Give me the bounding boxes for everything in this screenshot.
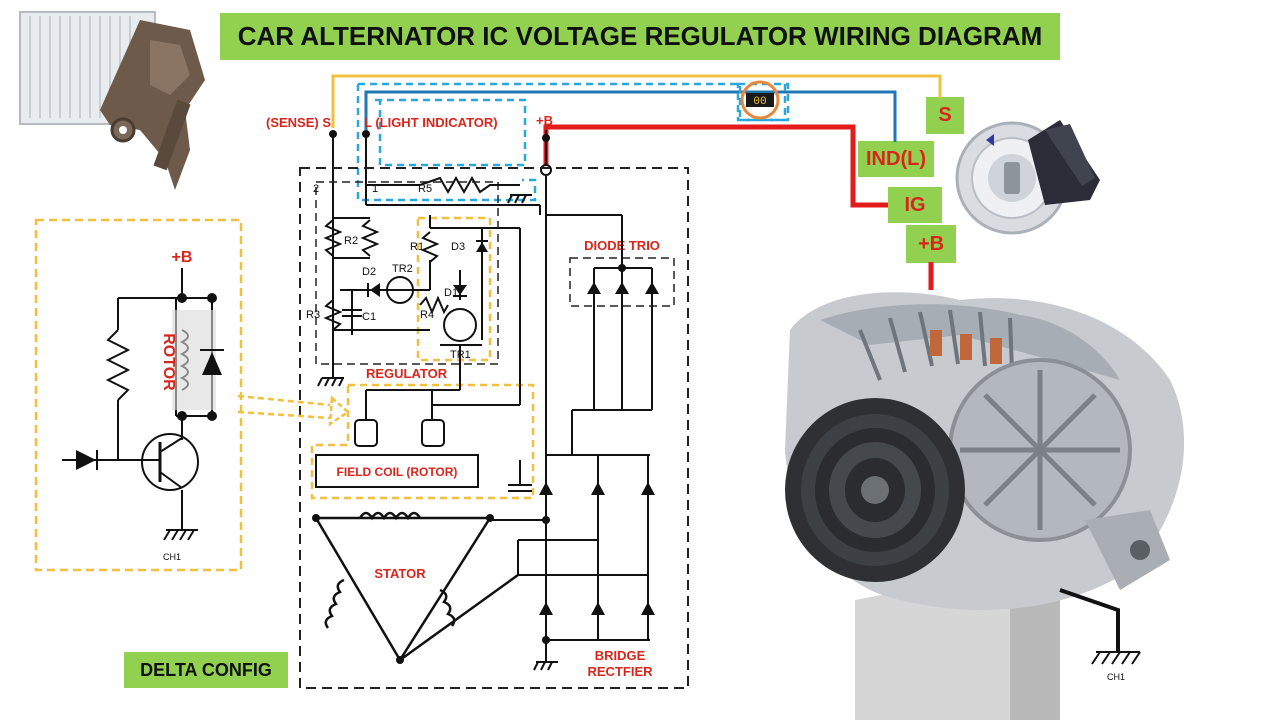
alternator-ground-label: CH1 [1107,672,1125,682]
ignition-switch-icon [955,120,1100,235]
d3-label: D3 [451,241,465,253]
r2-label: R2 [344,235,358,247]
c1-label: C1 [362,311,376,323]
alternator-enclosure [299,167,689,689]
page-title: CAR ALTERNATOR IC VOLTAGE REGULATOR WIRI… [220,13,1060,60]
lamp-icon: 00 [740,80,780,120]
r1-label: R1 [410,241,424,253]
rotor-inset-box [34,218,243,572]
terminal-1-label: 1 [372,183,378,195]
stator-label: STATOR [374,566,426,581]
d2-label: D2 [362,266,376,278]
regulator-photo [19,11,205,190]
tag-ind: IND(L) [858,141,934,177]
bridge-label-line2: RECTFIER [588,664,654,679]
terminal-2-label: 2 [313,183,319,195]
alternator-photo [785,292,1185,720]
battery-terminal-label: +B [536,113,553,128]
inset-b-label: +B [172,249,193,266]
lamp-label: 00 [753,96,766,108]
tag-ig: IG [888,187,942,223]
tr2-label: TR2 [392,263,413,275]
field-coil-label: FIELD COIL (ROTOR) [337,465,458,479]
sense-terminal-label: (SENSE) S [266,115,331,130]
regulator-label: REGULATOR [366,366,448,381]
ground-icon [317,377,344,387]
r4-label: R4 [420,309,434,321]
tag-b: +B [906,225,956,263]
r3-label: R3 [306,309,320,321]
inset-rotor-label: ROTOR [160,333,177,391]
d1-label: D1 [444,287,458,299]
tag-s: S [926,97,964,134]
light-terminal-label: L (LIGHT INDICATOR) [364,115,498,130]
r5-label: R5 [418,183,432,195]
tr1-label: TR1 [450,349,471,361]
inset-ground-label: CH1 [163,552,181,562]
bridge-label-line1: BRIDGE [595,648,646,663]
delta-config-label: DELTA CONFIG [124,652,288,688]
